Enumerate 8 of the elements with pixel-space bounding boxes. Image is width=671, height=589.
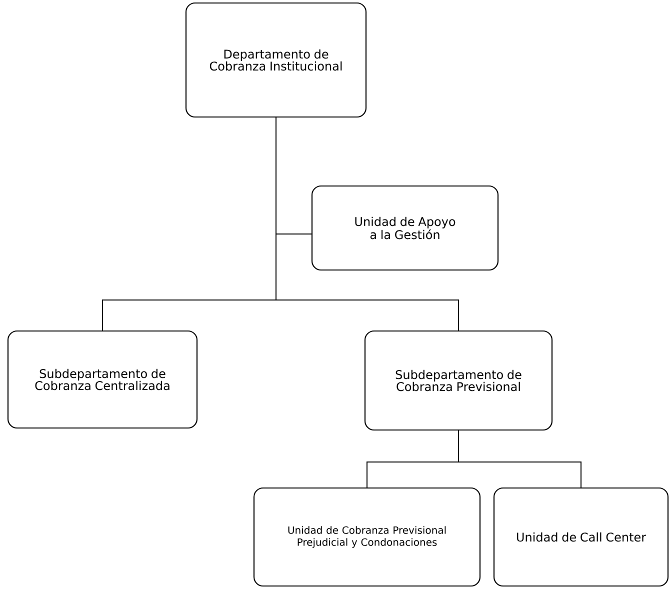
org-box: Subdepartamento de Cobranza Previsional	[364, 330, 553, 431]
connector-line	[458, 430, 582, 488]
org-box: Unidad de Call Center	[493, 487, 669, 587]
connector-line	[276, 117, 459, 331]
org-box: Subdepartamento de Cobranza Centralizada	[7, 330, 198, 429]
org-box: Departamento de Cobranza Institucional	[185, 2, 367, 118]
org-box: Unidad de Apoyo a la Gestión	[311, 185, 499, 271]
org-box: Unidad de Cobranza Previsional Prejudicial y Condonaciones	[253, 487, 481, 587]
